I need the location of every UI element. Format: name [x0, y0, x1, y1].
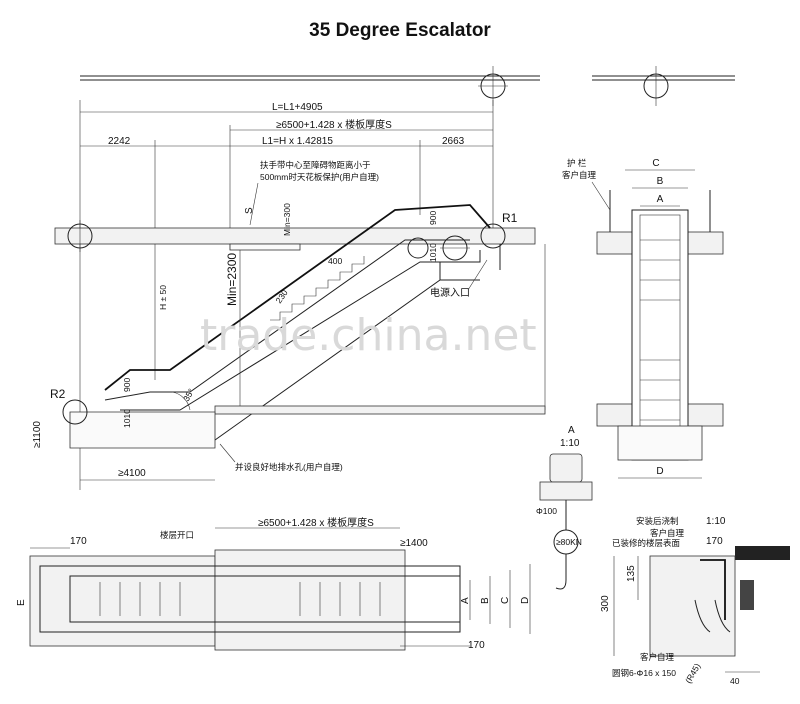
upper-floor-slab	[54, 227, 536, 245]
dim-230: 230	[273, 288, 289, 306]
section-truss	[631, 209, 689, 461]
plan-dim-170-left: 170	[70, 536, 87, 547]
support-note-4: 客户自理	[640, 652, 675, 662]
escalator-end-block	[735, 546, 790, 560]
plan-dim-e: E	[16, 599, 27, 606]
plan-dim-c: C	[500, 597, 511, 604]
dim-4100: ≥4100	[118, 468, 146, 479]
dim-s: S	[244, 207, 255, 214]
escalator-steps	[270, 256, 365, 321]
plan-min-opening: ≥6500+1.428 x 楼板厚度S	[258, 516, 374, 529]
support-note-5: 圆钢6-Φ16 x 150	[612, 668, 676, 678]
lower-floor-slab	[214, 405, 546, 415]
label-r1: R1	[502, 211, 518, 225]
support-dim-40: 40	[730, 676, 740, 686]
support-note-2: 客户自理	[650, 528, 685, 538]
dim-900-top: 900	[428, 211, 438, 225]
plan-dim-1400: ≥1400	[400, 538, 428, 549]
label-guard-2: 客户自理	[562, 170, 597, 180]
detail-a: A 1:10 ≥80KN Φ100	[536, 425, 593, 590]
support-scale: 1:10	[706, 516, 726, 527]
dim-b-top: B	[657, 176, 664, 187]
dim-900-bot: 900	[122, 378, 132, 392]
plan-dim-170-bottom: 170	[468, 640, 485, 651]
plan-step-lines	[99, 582, 381, 616]
dim-min300: Min=300	[282, 203, 292, 236]
dim-total-length: L=L1+4905	[272, 102, 323, 113]
dim-l1: L1=H x 1.42815	[262, 136, 333, 147]
support-dim-170: 170	[706, 536, 723, 547]
label-r2: R2	[50, 387, 66, 401]
dim-c-top: C	[652, 158, 659, 169]
elevation-view: L=L1+4905 ≥6500+1.428 x 楼板厚度S 2242 2663 …	[32, 66, 546, 490]
dim-a-top: A	[657, 194, 664, 205]
note-ceiling: 扶手带中心至障碍物距离小于	[260, 160, 371, 170]
plan-dim-d: D	[520, 597, 531, 604]
note-ceiling-2: 500mm时天花板保护(用户自理)	[260, 172, 379, 182]
dim-1010-bot: 1010	[122, 409, 132, 428]
dim-1100: ≥1100	[32, 421, 43, 448]
plan-view: 170 楼层开口 ≥6500+1.428 x 楼板厚度S ≥1400 E A B…	[16, 516, 531, 651]
drawing-title: 35 Degree Escalator	[309, 20, 491, 41]
hook-icon	[555, 554, 567, 590]
dim-left: 2242	[108, 136, 131, 147]
dim-min-opening: ≥6500+1.428 x 楼板厚度S	[276, 118, 392, 131]
detail-a-load: ≥80KN	[556, 537, 582, 547]
concrete-slab	[649, 555, 736, 657]
section-step-lines	[640, 239, 680, 421]
dim-1010-top: 1010	[428, 243, 438, 262]
dim-400: 400	[328, 256, 342, 266]
label-guard: 护 栏	[567, 158, 587, 168]
plan-dim-a: A	[460, 597, 471, 604]
watermark: trade.china.net	[200, 310, 537, 361]
handrail-profile	[104, 204, 491, 391]
dim-h-min: Min=2300	[225, 253, 239, 306]
support-note-3: 已装修的楼层表面	[612, 538, 681, 548]
support-dim-r45: (R45)	[683, 661, 702, 685]
support-dim-300: 300	[600, 595, 611, 612]
note-drain: 并设良好地排水孔(用户自理)	[235, 462, 343, 472]
support-note-1: 安装后浇制	[636, 516, 679, 526]
dim-d-section: D	[656, 466, 663, 477]
plan-label-opening: 楼层开口	[160, 530, 194, 540]
plan-dim-b: B	[480, 597, 491, 604]
lower-pit	[69, 411, 216, 449]
detail-a-title: A	[568, 425, 575, 436]
detail-a-dim100: Φ100	[536, 506, 557, 516]
support-dim-135: 135	[626, 565, 637, 582]
section-view: 护 栏 客户自理 C B A D	[562, 66, 735, 479]
detail-a-scale: 1:10	[560, 438, 580, 449]
label-power: 电源入口	[430, 286, 470, 299]
dim-right: 2663	[442, 136, 465, 147]
support-detail: 1:10 安装后浇制 客户自理 已装修的楼层表面 170 135 300 客户自…	[600, 516, 790, 686]
dim-h-tol: H ± 50	[158, 285, 168, 310]
